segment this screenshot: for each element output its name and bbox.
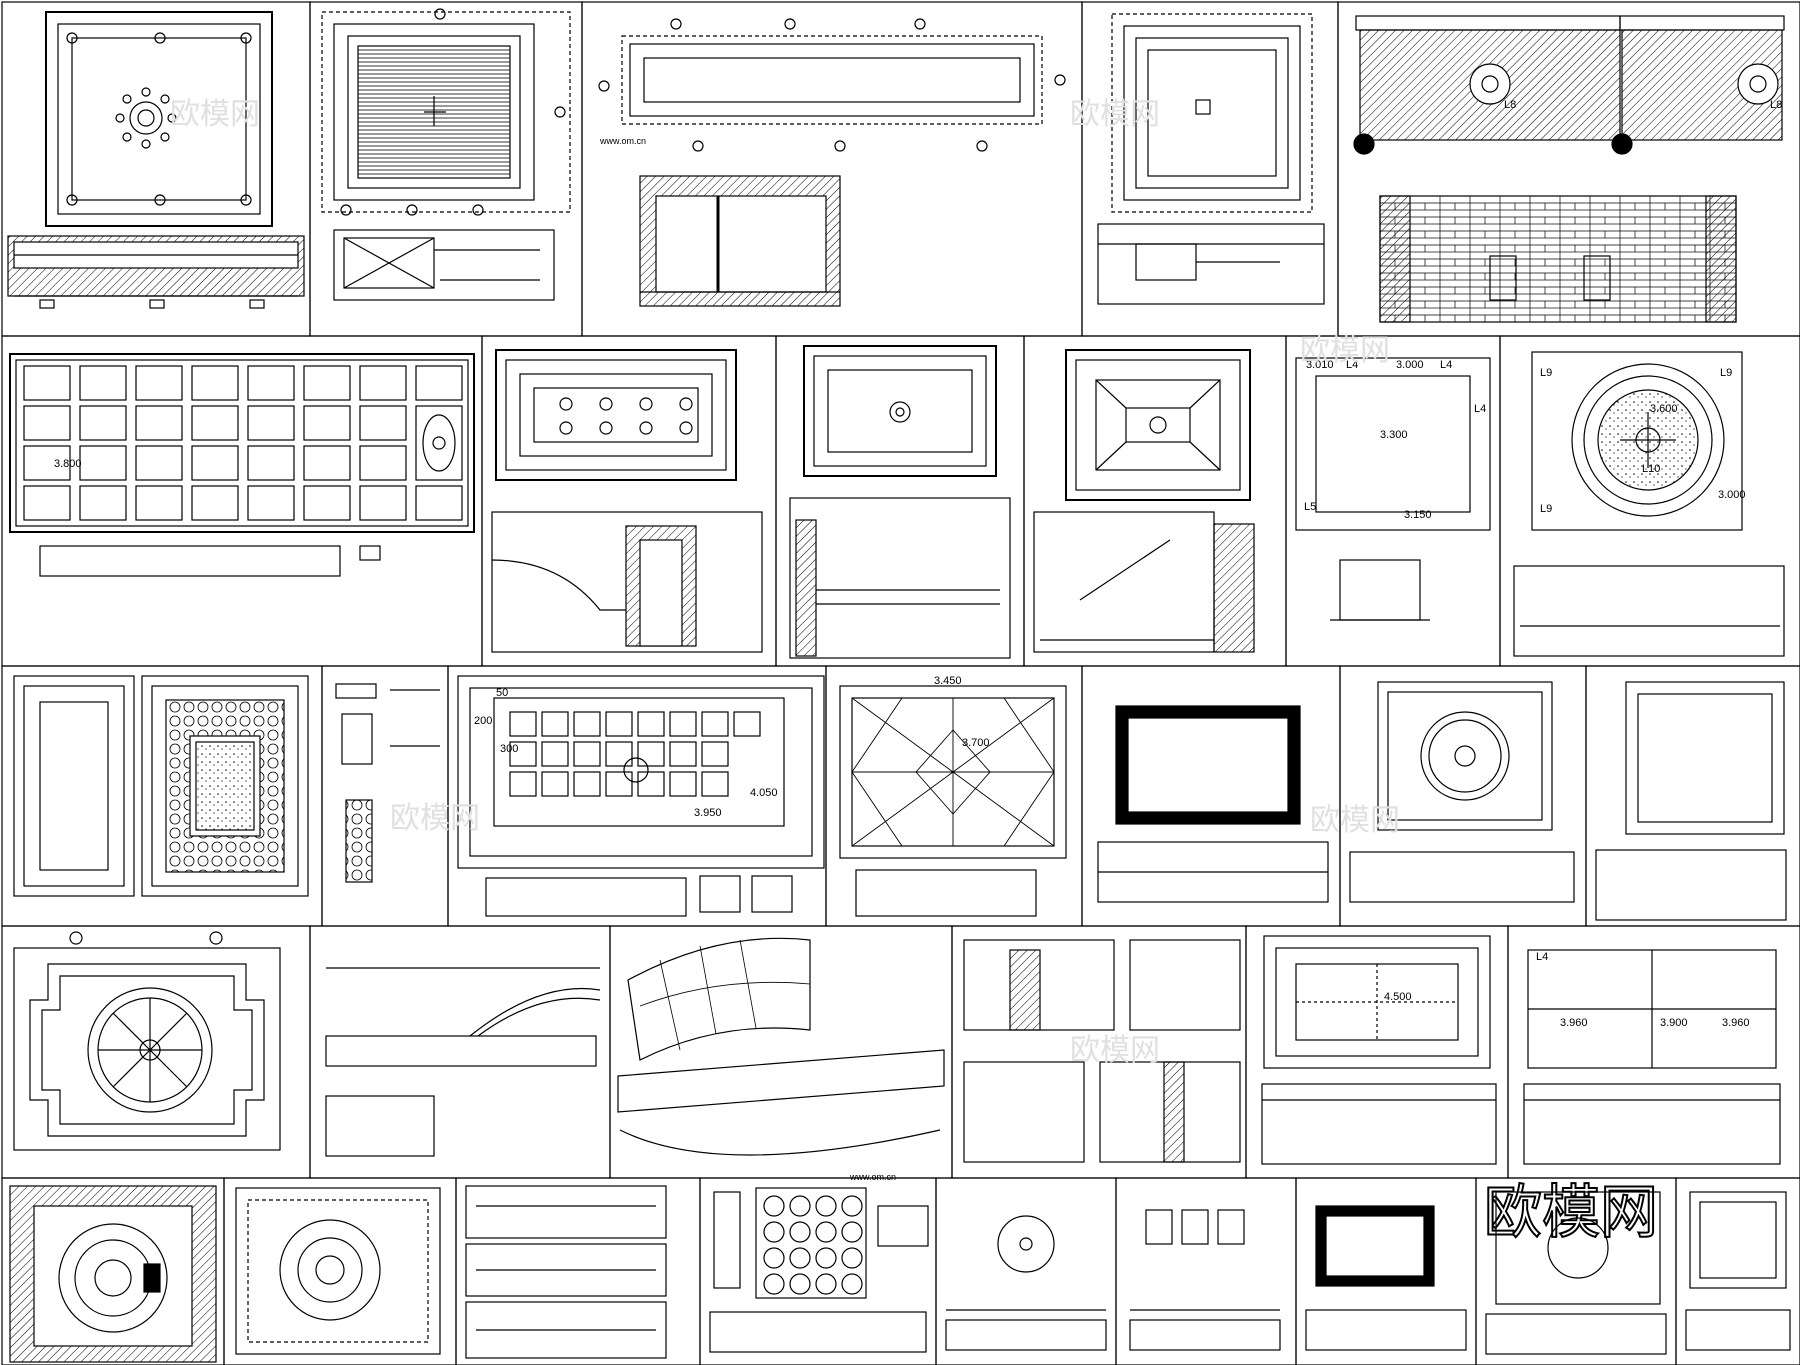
- label-l9-a: L9: [1540, 367, 1552, 379]
- panel-5-6-triple-ceiling: [1115, 1177, 1297, 1365]
- panel-4-3-curved-grid: [609, 925, 953, 1179]
- panel-2-2-rect-ceiling-section: [481, 335, 777, 667]
- dimension-labels: L8 L8 3.800 3.010 L4 3.000 L4 L4 3.300 L…: [54, 99, 1782, 1029]
- watermark-url-2: www.om.cn: [849, 1172, 896, 1182]
- label-l4-d: L4: [1536, 951, 1548, 963]
- watermark-4: 欧模网: [390, 801, 480, 836]
- panel-1-2-grille-ceiling: [309, 1, 583, 337]
- label-4500: 4.500: [1384, 991, 1412, 1003]
- panel-2-5-elevation-plan: [1285, 335, 1501, 667]
- watermark-url-1: www.om.cn: [599, 136, 646, 146]
- panel-5-2-round-ceiling: [223, 1177, 457, 1365]
- panel-5-5-round-ceiling: [935, 1177, 1117, 1365]
- label-3450: 3.450: [934, 675, 962, 687]
- panel-3-5-black-border-ceiling: [1081, 665, 1341, 927]
- label-elev-3800: 3.800: [54, 458, 82, 470]
- watermarks: 欧模网 欧模网 欧模网 欧模网 欧模网 欧模网 www.om.cn www.om…: [170, 97, 1400, 1182]
- label-200: 200: [474, 715, 492, 727]
- label-50: 50: [496, 687, 508, 699]
- panel-3-2-details: [321, 665, 449, 927]
- label-4050: 4.050: [750, 787, 778, 799]
- panel-1-5-tiled-roof-elevation: [1337, 1, 1800, 337]
- label-3600: 3.600: [1650, 403, 1678, 415]
- panel-2-3-rect-ceiling-section: [775, 335, 1025, 667]
- panel-2-6-round-ceiling: [1499, 335, 1800, 667]
- panel-1-4-square-ceiling: [1081, 1, 1339, 337]
- label-3960-b: 3.960: [1722, 1017, 1750, 1029]
- panel-4-2-vault-section: [309, 925, 611, 1179]
- panel-2-4-tray-ceiling-section: [1023, 335, 1287, 667]
- panel-4-6-quad-ceiling: [1507, 925, 1800, 1179]
- panel-2-1-coffered-ceiling: [1, 335, 483, 667]
- label-3950: 3.950: [694, 807, 722, 819]
- panel-3-1-dotted-ceilings: [1, 665, 323, 927]
- panel-5-7-black-border-ceiling: [1295, 1177, 1477, 1365]
- panel-4-1-radial-ceiling: [1, 925, 311, 1179]
- label-3150: 3.150: [1404, 509, 1432, 521]
- label-l4-c: L4: [1474, 403, 1486, 415]
- label-l10: L10: [1642, 463, 1660, 475]
- panel-1-1-square-ceiling: [1, 1, 311, 337]
- panel-5-3-elevations: [455, 1177, 701, 1365]
- label-300: 300: [500, 743, 518, 755]
- panel-1-3-strip-ceiling: [581, 1, 1083, 337]
- panel-3-4-geometric-ceiling: [825, 665, 1083, 927]
- watermark-1: 欧模网: [1070, 97, 1160, 132]
- label-3000-a: 3.000: [1396, 359, 1424, 371]
- label-l4-b: L4: [1440, 359, 1452, 371]
- label-3010: 3.010: [1306, 359, 1334, 371]
- label-3700: 3.700: [962, 737, 990, 749]
- watermark-2: 欧模网: [170, 97, 260, 132]
- label-l4-a: L4: [1346, 359, 1358, 371]
- label-l8-b: L8: [1770, 99, 1782, 111]
- watermark-3: 欧模网: [1300, 333, 1390, 368]
- panel-5-1-round-ceiling-hatch: [1, 1177, 225, 1365]
- label-3000-b: 3.000: [1718, 489, 1746, 501]
- label-l9-b: L9: [1720, 367, 1732, 379]
- panel-5-4-ring-grid-ceiling: [699, 1177, 937, 1365]
- label-l8-a: L8: [1504, 99, 1516, 111]
- watermark-6: 欧模网: [1070, 1033, 1160, 1068]
- label-l5: L5: [1304, 501, 1316, 513]
- brand-logo: 欧模网: [1484, 1178, 1658, 1246]
- panel-5-9-square-ceiling: [1675, 1177, 1800, 1365]
- watermark-5: 欧模网: [1310, 803, 1400, 838]
- label-l9-c: L9: [1540, 503, 1552, 515]
- panel-4-5-rect-ceiling: [1245, 925, 1509, 1179]
- label-3900: 3.900: [1660, 1017, 1688, 1029]
- panel-3-7-square-ceiling: [1585, 665, 1800, 927]
- panel-3-6-round-ceiling: [1339, 665, 1587, 927]
- label-3960-a: 3.960: [1560, 1017, 1588, 1029]
- label-3300: 3.300: [1380, 429, 1408, 441]
